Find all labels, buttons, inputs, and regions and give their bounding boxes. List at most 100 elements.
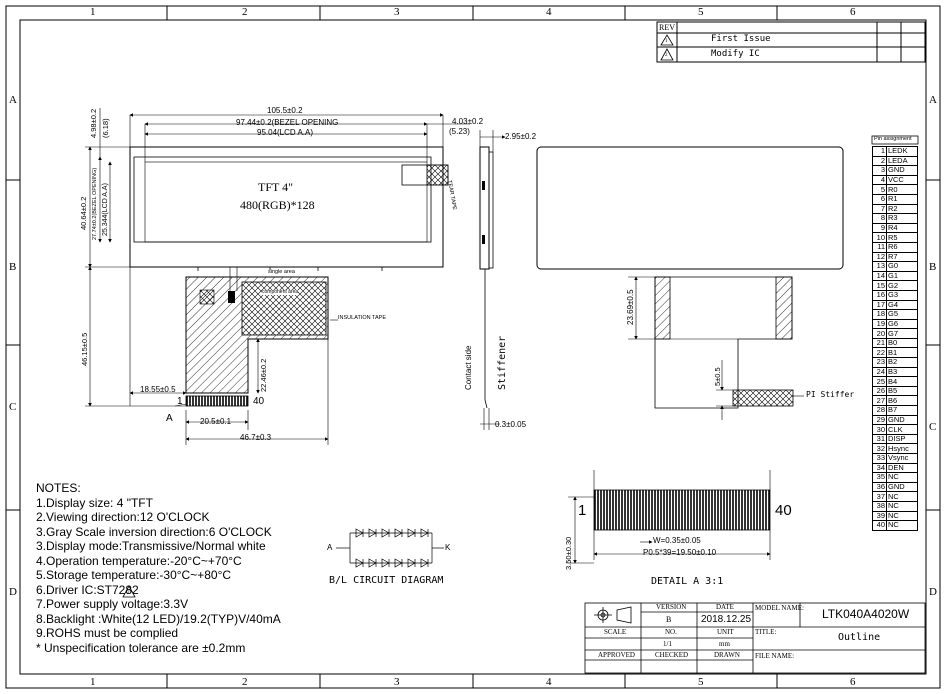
pin-number: 39 (872, 510, 887, 522)
pin-signal: LEDA (886, 155, 918, 167)
note-line: 5.Storage temperature:-30°C~+80°C (36, 568, 232, 582)
driver-ic-revision-mark: 2 (127, 591, 130, 596)
tb-no-label: NO. (665, 628, 677, 636)
tb-unit-label: UNIT (717, 628, 734, 636)
pin-number: 16 (872, 289, 887, 301)
single-area-label: single area (268, 269, 295, 276)
dim-stiffer-small: 5±0.5 (713, 367, 722, 386)
note-line: 9.ROHS must be complied (36, 626, 179, 640)
note-line: 7.Power supply voltage:3.3V (36, 597, 189, 611)
pin-signal: DEN (886, 462, 918, 474)
pin-signal: B4 (886, 376, 918, 387)
grid-row-d: D (9, 586, 17, 598)
led-diode-icon (368, 558, 377, 568)
pin-number: 32 (872, 443, 887, 454)
tb-file-label: FILE NAME: (755, 652, 795, 660)
pin-signal: G6 (886, 318, 918, 330)
pin-number: 34 (872, 462, 887, 474)
pin-number: 23 (872, 357, 887, 368)
led-diode-icon (368, 528, 377, 538)
note-line: 6.Driver IC:ST7282 (36, 582, 139, 597)
revision-modify-ic: Modify IC (711, 49, 760, 59)
led-diode-icon (394, 528, 403, 538)
insulation-tape-label: INSULATION TAPE (338, 315, 386, 321)
grid-col-3-bottom: 3 (394, 676, 400, 688)
pin-number: 30 (872, 424, 887, 435)
pin-signal: R3 (886, 213, 918, 224)
pin-signal: B2 (886, 357, 918, 368)
pin-signal: G7 (886, 328, 918, 339)
revision-mark-1: 1 (665, 39, 668, 44)
pin-number: 12 (872, 251, 887, 263)
dim-right-offset-ref: (5.23) (449, 127, 470, 136)
led-diode-icon (394, 558, 403, 568)
pin-number: 11 (872, 241, 887, 253)
pin-signal: R7 (886, 251, 918, 263)
tb-unit: mm (719, 640, 730, 648)
bl-cathode-label: K (445, 543, 451, 552)
dim-top-offset-ref: (6.18) (101, 118, 110, 138)
grid-row-a: A (9, 94, 17, 106)
pin-signal: GND (886, 481, 918, 493)
pin-signal: B1 (886, 347, 918, 359)
grid-row-b-right: B (929, 261, 937, 273)
pin-signal: GND (886, 165, 918, 176)
fpc-pin-first: 1 (177, 396, 183, 407)
pin-signal: VCC (886, 174, 918, 186)
led-diode-icon (420, 558, 429, 568)
pin-signal: NC (886, 510, 918, 522)
tb-approved-label: APPROVED (598, 651, 635, 659)
grid-row-b: B (9, 261, 17, 273)
pin-signal: LEDK (886, 146, 918, 157)
tb-scale-label: SCALE (604, 628, 627, 636)
pin-number: 24 (872, 366, 887, 378)
screen-label-resolution: 480(RGB)*128 (240, 198, 315, 212)
note-line: 2.Viewing direction:12 O'CLOCK (36, 510, 210, 524)
pin-number: 25 (872, 376, 887, 387)
led-diode-icon (407, 558, 416, 568)
pin-number: 21 (872, 337, 887, 349)
pin-signal: NC (886, 500, 918, 512)
tb-model-label: MODEL NAME: (755, 604, 804, 612)
revision-header: REV (659, 23, 675, 32)
grid-col-6-bottom: 6 (850, 676, 856, 688)
grid-row-a-right: A (929, 94, 937, 106)
detail-ref-a: A (166, 413, 173, 424)
pin-number: 37 (872, 491, 887, 502)
led-diode-icon (381, 558, 390, 568)
note-line: * Unspecification tolerance are ±0.2mm (36, 640, 246, 655)
pin-number: 33 (872, 453, 887, 464)
pin-number: 35 (872, 472, 887, 483)
note-line: 8.Backlight :White(12 LED)/19.2(TYP)V/40… (36, 611, 281, 626)
revision-mark-2: 2 (665, 53, 668, 58)
pin-number: 28 (872, 405, 887, 416)
dim-overall-width: 105.5±0.2 (267, 106, 303, 115)
pin-signal: B7 (886, 405, 918, 416)
grid-row-c: C (9, 401, 17, 413)
pin-number: 13 (872, 261, 887, 272)
tb-date: 2018.12.25 (701, 614, 752, 625)
pin-signal: B0 (886, 337, 918, 349)
dim-aa-height: 25.344(LCD A.A) (102, 183, 109, 236)
grid-col-5-bottom: 5 (698, 676, 704, 688)
